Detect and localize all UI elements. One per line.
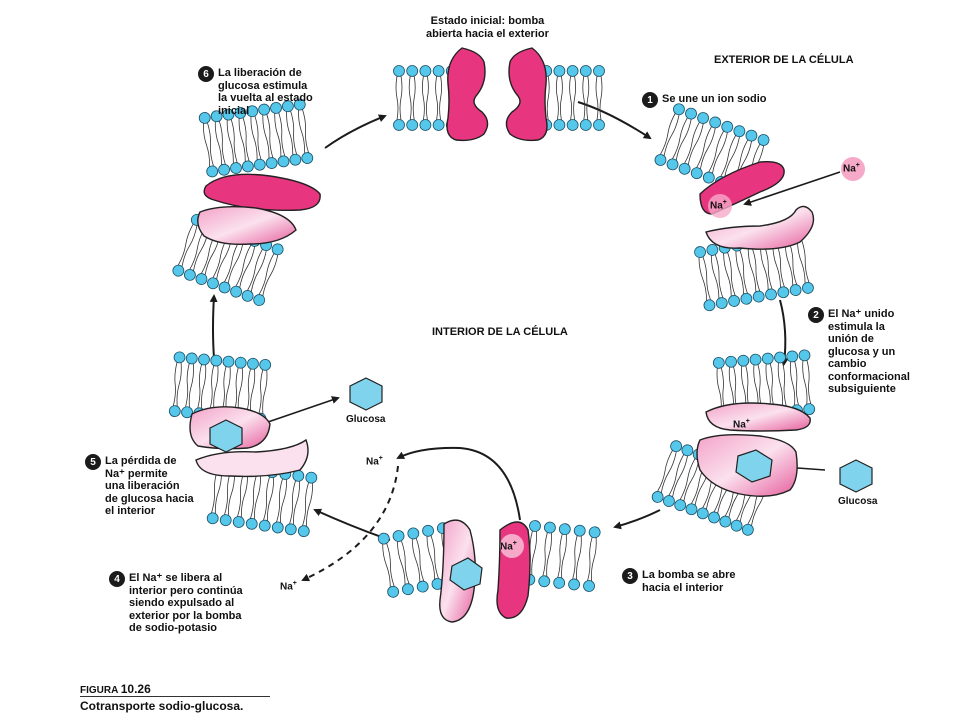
figure-divider (80, 696, 270, 697)
na-symbol: Na (500, 541, 513, 553)
figure-caption: Cotransporte sodio-glucosa. (80, 699, 244, 713)
arrow-na-enters (743, 171, 841, 206)
membrane-segment (377, 522, 459, 598)
step-4-text: El Na⁺ se libera al interior pero contin… (129, 572, 243, 634)
label-cell-interior: INTERIOR DE LA CÉLULA (432, 326, 568, 338)
na-symbol: Na (733, 419, 746, 431)
figure-number: FIGURA 10.26 (80, 682, 151, 696)
na-symbol: Na (710, 200, 723, 212)
membrane-segment (198, 98, 314, 178)
na-label-released: Na+ (366, 455, 383, 467)
step-6-badge: 6 (198, 66, 214, 82)
na-symbol: Na (843, 163, 856, 175)
initial-state-title: Estado inicial: bomba abierta hacia el e… (426, 15, 549, 40)
protein-step6 (197, 173, 321, 246)
protein-initial (446, 47, 548, 142)
glucose-bound-step2 (735, 449, 773, 483)
figure-prefix: FIGURA (80, 685, 118, 696)
na-label-expelled: Na+ (280, 580, 297, 592)
na-charge: + (855, 162, 860, 169)
step-2-text: El Na⁺ unido estimula la unión de glucos… (828, 308, 910, 395)
step-2-badge: 2 (808, 307, 824, 323)
step-6-text: La liberación de glucosa estimula la vue… (218, 67, 313, 117)
label-cell-exterior: EXTERIOR DE LA CÉLULA (714, 54, 854, 66)
step-3-text: La bomba se abre hacia el interior (642, 569, 736, 594)
arrow-na-release (396, 446, 521, 521)
na-label-step1-outside: Na+ (843, 162, 860, 174)
na-charge: + (378, 455, 383, 462)
na-symbol: Na (280, 581, 293, 593)
glucose-released-step5 (349, 377, 383, 411)
arrow-3-to-5 (313, 508, 391, 541)
protein-step2 (696, 402, 873, 497)
step-4: 4 El Na⁺ se libera al interior pero cont… (109, 571, 243, 635)
na-charge: + (292, 580, 297, 587)
na-label-step3: Na+ (500, 540, 517, 552)
na-label-step2: Na+ (733, 418, 750, 430)
protein-step5 (189, 377, 383, 478)
na-label-step1-bound: Na+ (710, 199, 727, 211)
na-charge: + (745, 418, 750, 425)
na-ion-step3 (500, 534, 524, 558)
step-1-text: Se une un ion sodio (662, 93, 767, 105)
step-2: 2 El Na⁺ unido estimula la unión de gluc… (808, 307, 910, 396)
step-1: 1 Se une un ion sodio (642, 92, 767, 108)
arrow-glucose-leaves (267, 396, 340, 423)
step-3-badge: 3 (622, 568, 638, 584)
glucose-label-outside: Glucosa (838, 496, 878, 507)
membrane-segment (523, 520, 601, 592)
step-5-badge: 5 (85, 454, 101, 470)
na-charge: + (722, 199, 727, 206)
step-1-badge: 1 (642, 92, 658, 108)
arrow-na-expelled (301, 465, 399, 582)
glucose-label-released: Glucosa (346, 414, 386, 425)
na-charge: + (512, 540, 517, 547)
step-5-text: La pérdida de Na⁺ permite una liberación… (105, 455, 194, 517)
na-symbol: Na (366, 456, 379, 468)
step-6: 6 La liberación de glucosa estimula la v… (198, 66, 313, 117)
glucose-bound-step3 (449, 557, 483, 591)
glucose-bound-step5 (209, 419, 243, 453)
arrow-2-to-3 (613, 509, 661, 530)
step-3: 3 La bomba se abre hacia el interior (622, 568, 736, 594)
arrow-5-to-6 (209, 294, 218, 359)
na-ion-step1-outside (841, 157, 865, 181)
glucose-outside-step2 (839, 459, 873, 493)
arrow-6-to-initial (324, 114, 387, 149)
cycle-arrows (209, 101, 841, 582)
protein-step1 (699, 157, 865, 250)
figure-number-value: 10.26 (120, 682, 151, 696)
step-4-badge: 4 (109, 571, 125, 587)
arrow-initial-to-1 (577, 101, 652, 140)
na-ion-step1-bound (708, 194, 732, 218)
step-5: 5 La pérdida de Na⁺ permite una liberaci… (85, 454, 194, 518)
